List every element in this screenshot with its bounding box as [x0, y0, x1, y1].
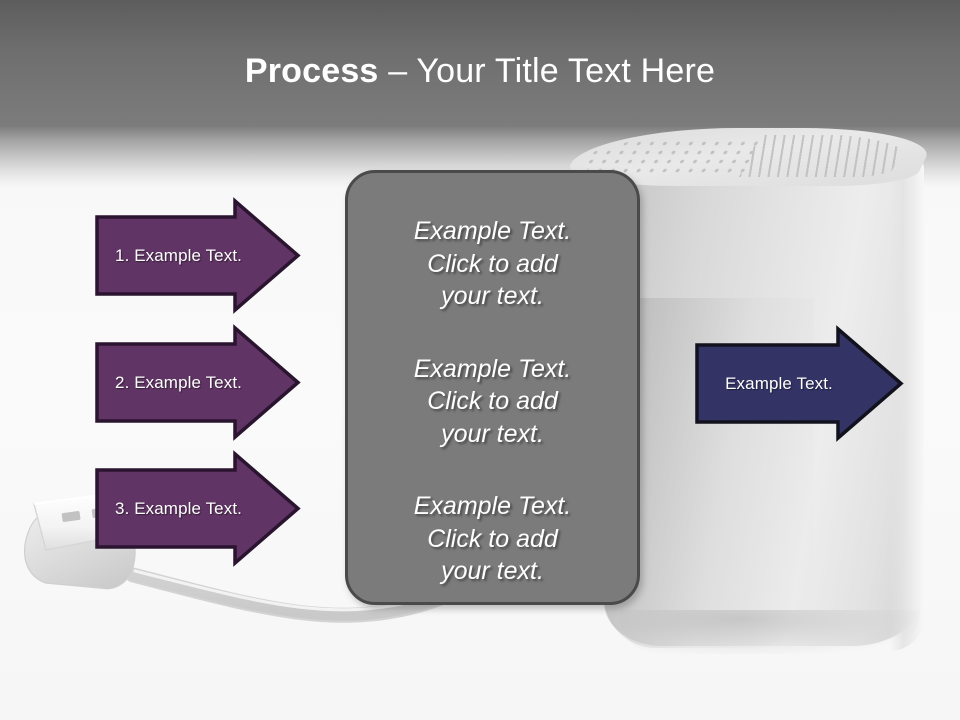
tower-bottom-shadow	[620, 610, 920, 654]
process-arrow-3-label: 3. Example Text.	[115, 498, 242, 518]
vent-grille	[572, 133, 914, 179]
process-arrow-2[interactable]: 2. Example Text.	[95, 324, 301, 441]
arrow-shape	[95, 324, 301, 441]
process-arrow-1[interactable]: 1. Example Text.	[95, 197, 301, 314]
process-arrow-3[interactable]: 3. Example Text.	[95, 450, 301, 567]
arrow-shape	[95, 450, 301, 567]
page-title: Process – Your Title Text Here	[0, 50, 960, 92]
page-title-rest: – Your Title Text Here	[378, 52, 716, 90]
vent-slots	[738, 135, 910, 177]
arrow-shape	[695, 325, 904, 442]
page-title-bold: Process	[244, 52, 379, 90]
result-arrow[interactable]: Example Text.	[695, 325, 904, 442]
center-content-box[interactable]: Example Text. Click to add your text. Ex…	[345, 170, 640, 605]
tower-right-edge	[890, 156, 924, 651]
arrow-shape	[95, 197, 301, 314]
title-band	[0, 0, 960, 126]
result-arrow-label: Example Text.	[725, 373, 833, 393]
center-box-paragraph: Example Text. Click to add your text.	[413, 354, 572, 448]
center-box-paragraph: Example Text. Click to add your text.	[413, 492, 572, 585]
process-arrow-2-label: 2. Example Text.	[115, 372, 242, 392]
process-arrow-1-label: 1. Example Text.	[115, 245, 242, 265]
center-box-paragraph: Example Text. Click to add your text.	[413, 217, 572, 310]
